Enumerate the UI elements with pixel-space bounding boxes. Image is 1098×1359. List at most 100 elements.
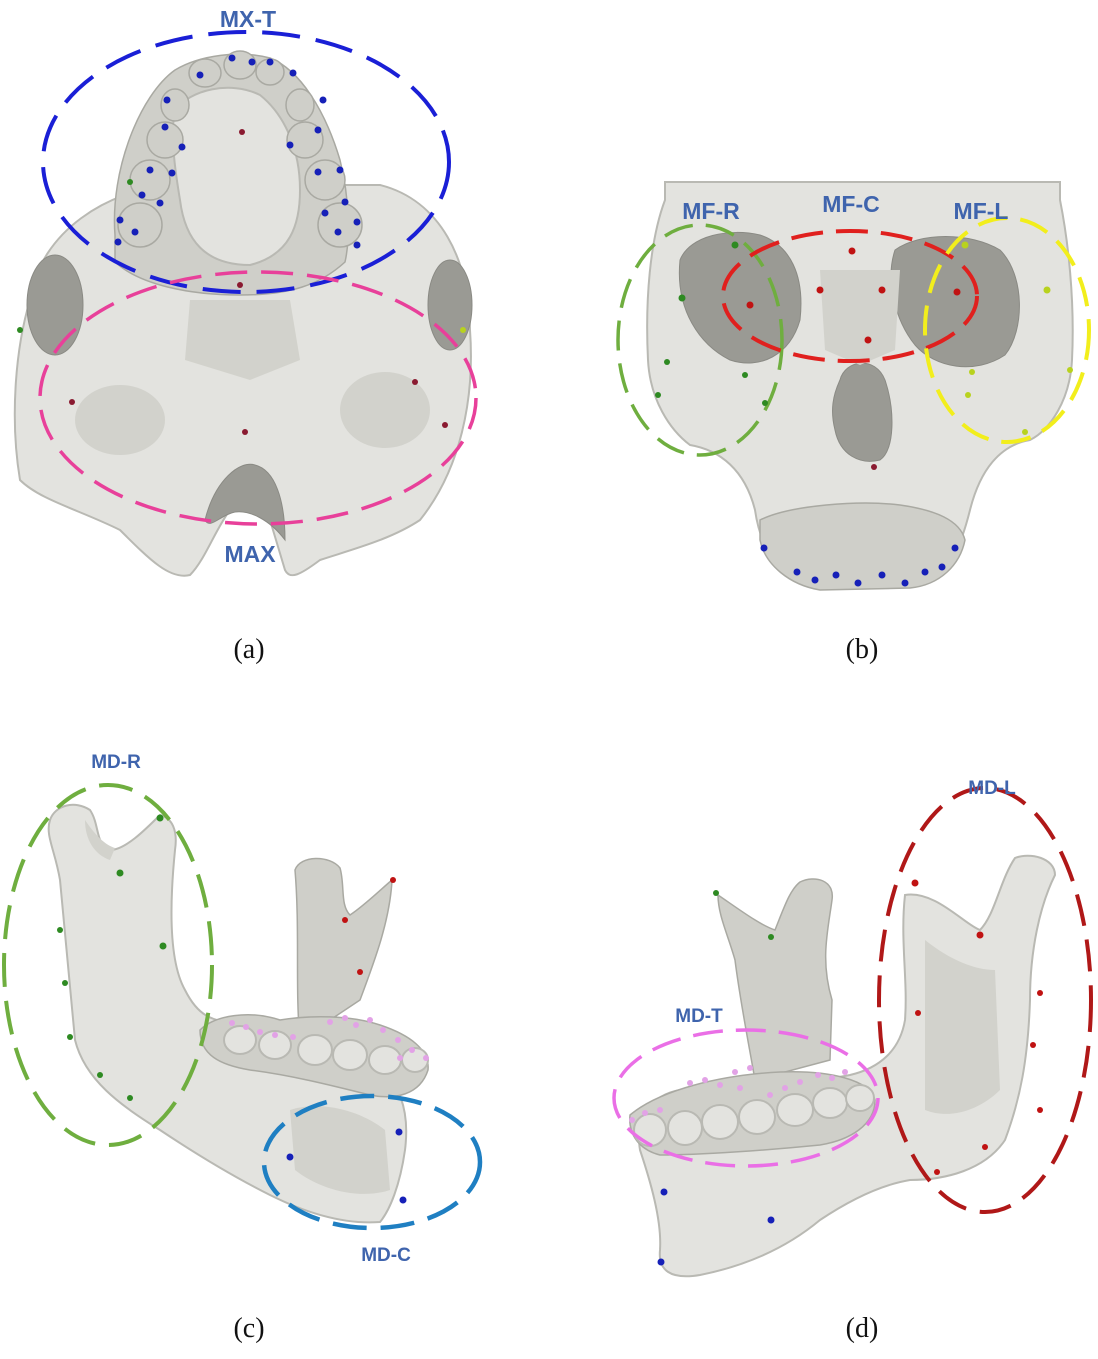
landmark-dot bbox=[732, 242, 739, 249]
landmark-dot bbox=[337, 167, 344, 174]
panel-d: MD-L MD-T (d) bbox=[614, 778, 1091, 1344]
landmark-dot bbox=[342, 1015, 348, 1021]
panel-caption-c: (c) bbox=[233, 1313, 264, 1344]
landmark-dot bbox=[879, 287, 886, 294]
landmark-dot bbox=[912, 880, 919, 887]
landmark-dot bbox=[782, 1085, 788, 1091]
landmark-dot bbox=[179, 144, 186, 151]
landmark-dot bbox=[397, 1055, 403, 1061]
landmark-dot bbox=[287, 1154, 294, 1161]
landmark-dot bbox=[460, 327, 466, 333]
landmark-dot bbox=[767, 1092, 773, 1098]
landmark-dot bbox=[871, 464, 877, 470]
landmark-dot bbox=[658, 1259, 665, 1266]
landmark-dot bbox=[952, 545, 959, 552]
landmark-dot bbox=[97, 1072, 103, 1078]
landmark-dot bbox=[655, 392, 661, 398]
landmark-dot bbox=[57, 927, 63, 933]
landmark-dot bbox=[322, 210, 329, 217]
landmark-dot bbox=[1037, 990, 1043, 996]
landmark-dot bbox=[342, 917, 348, 923]
landmark-dot bbox=[396, 1129, 403, 1136]
region-label-mf-c: MF-C bbox=[822, 191, 879, 217]
landmark-dot bbox=[67, 1034, 73, 1040]
landmark-dot bbox=[412, 379, 418, 385]
panel-caption-d: (d) bbox=[846, 1313, 879, 1344]
landmark-dot bbox=[272, 1032, 278, 1038]
region-label-md-r: MD-R bbox=[91, 752, 141, 773]
landmark-dot bbox=[69, 399, 75, 405]
landmark-dot bbox=[661, 1189, 668, 1196]
landmark-dot bbox=[327, 1019, 333, 1025]
landmark-dot bbox=[934, 1169, 940, 1175]
landmark-dot bbox=[1044, 287, 1051, 294]
landmark-dot bbox=[62, 980, 68, 986]
landmark-dot bbox=[768, 934, 774, 940]
landmark-dot bbox=[629, 1117, 635, 1123]
landmark-dot bbox=[717, 1082, 723, 1088]
landmark-dot bbox=[409, 1047, 415, 1053]
landmark-dot bbox=[267, 59, 274, 66]
landmark-dot bbox=[664, 359, 670, 365]
region-label-mf-r: MF-R bbox=[682, 198, 740, 224]
landmark-dot bbox=[1067, 367, 1073, 373]
panel-c: MD-R MD-C (c) bbox=[4, 752, 480, 1344]
landmark-dot bbox=[229, 55, 236, 62]
region-label-md-c: MD-C bbox=[361, 1245, 411, 1266]
region-label-mf-l: MF-L bbox=[954, 198, 1009, 224]
landmark-dot bbox=[817, 287, 824, 294]
landmark-dot bbox=[395, 1037, 401, 1043]
landmark-dot bbox=[768, 1217, 775, 1224]
landmark-dot bbox=[855, 580, 862, 587]
panel-a: MX-T MAX (a) bbox=[15, 6, 476, 665]
landmark-dot bbox=[139, 192, 146, 199]
landmark-dot bbox=[164, 97, 171, 104]
landmark-dot bbox=[865, 337, 872, 344]
landmark-dot bbox=[794, 569, 801, 576]
landmark-dot bbox=[702, 1077, 708, 1083]
landmark-dot bbox=[315, 127, 322, 134]
panel-caption-b: (b) bbox=[846, 634, 879, 665]
landmark-dot bbox=[954, 289, 961, 296]
landmark-dot bbox=[797, 1079, 803, 1085]
landmark-dot bbox=[982, 1144, 988, 1150]
landmark-dot bbox=[829, 1075, 835, 1081]
landmark-dot bbox=[229, 1020, 235, 1026]
landmark-dot bbox=[679, 295, 686, 302]
landmark-dot bbox=[962, 242, 969, 249]
landmark-dot bbox=[642, 1110, 648, 1116]
landmark-dot bbox=[157, 200, 164, 207]
landmark-dot bbox=[939, 564, 946, 571]
landmark-dot bbox=[747, 1065, 753, 1071]
landmark-dot bbox=[157, 815, 164, 822]
landmark-dot bbox=[147, 167, 154, 174]
landmark-dot bbox=[115, 239, 122, 246]
landmark-dot bbox=[687, 1080, 693, 1086]
landmark-dot bbox=[320, 97, 327, 104]
region-label-mx-t: MX-T bbox=[220, 6, 276, 32]
landmark-dot bbox=[423, 1055, 429, 1061]
region-label-max: MAX bbox=[224, 541, 276, 567]
landmark-dot bbox=[353, 1022, 359, 1028]
landmark-dot bbox=[17, 327, 23, 333]
landmark-dot bbox=[367, 1017, 373, 1023]
landmark-dot bbox=[287, 142, 294, 149]
landmark-dot bbox=[812, 577, 819, 584]
landmark-dot bbox=[977, 932, 984, 939]
landmark-dot bbox=[737, 1085, 743, 1091]
landmark-dot bbox=[197, 72, 204, 79]
landmark-dot bbox=[290, 1034, 296, 1040]
landmark-dot bbox=[657, 1107, 663, 1113]
landmark-dot bbox=[922, 569, 929, 576]
landmark-dot bbox=[342, 199, 349, 206]
landmark-dot bbox=[390, 877, 396, 883]
landmark-dot bbox=[160, 943, 167, 950]
landmark-dot bbox=[1030, 1042, 1036, 1048]
landmark-dot bbox=[747, 302, 754, 309]
landmark-dot bbox=[290, 70, 297, 77]
landmark-dot bbox=[849, 248, 856, 255]
landmark-dot bbox=[969, 369, 975, 375]
landmark-dot bbox=[815, 1072, 821, 1078]
landmark-dot bbox=[237, 282, 243, 288]
